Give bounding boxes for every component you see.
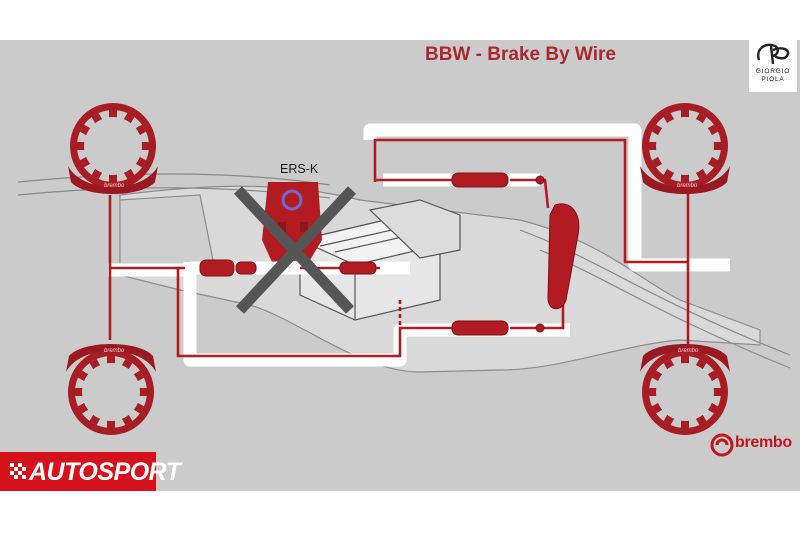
caliper-label-rear-left: brembo <box>104 348 125 354</box>
brembo-logo: brembo <box>708 432 793 458</box>
caliper-label-front-left: brembo <box>104 183 125 189</box>
caliper-label-front-right: brembo <box>677 183 698 189</box>
giorgio-piola-logo: GIORGIO PIOLA <box>749 40 797 92</box>
piola-text: PIOLA <box>761 76 785 83</box>
wheel-front-right <box>640 103 730 194</box>
wheel-rear-left <box>66 344 156 435</box>
checkered-flag-icon <box>8 461 28 481</box>
giorgio-piola-mark-icon <box>757 43 790 65</box>
brake-pedal <box>547 203 580 310</box>
wheel-front-left <box>68 103 158 194</box>
wheel-rear-right <box>640 344 730 435</box>
diagram-title: BBW - Brake By Wire <box>425 44 616 65</box>
autosport-logo: AUTOSPORT <box>0 452 181 491</box>
brembo-emblem-icon <box>710 433 734 457</box>
autosport-text: AUTOSPORT <box>29 458 181 486</box>
ers-k-label: ERS-K <box>280 162 319 176</box>
actuators <box>199 172 545 336</box>
ers-k-disabled-cross <box>233 186 357 314</box>
caliper-label-rear-right: brembo <box>678 348 699 354</box>
brembo-text: brembo <box>735 434 792 451</box>
giorgio-text: GIORGIO <box>755 68 791 75</box>
